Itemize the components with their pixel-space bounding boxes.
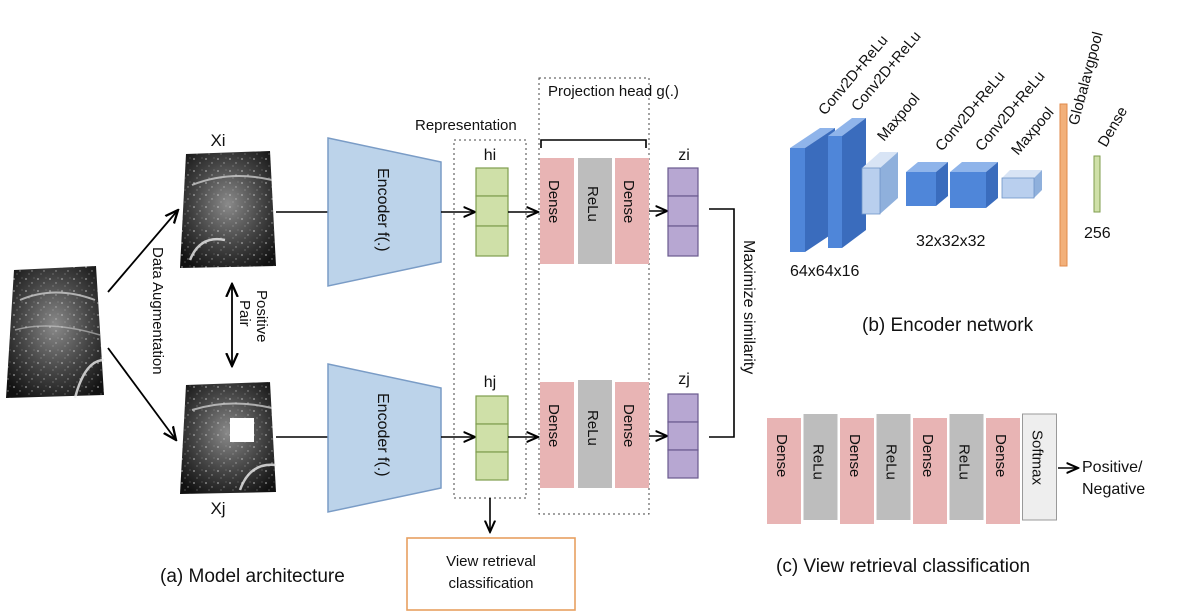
globalavgpool-bar bbox=[1059, 103, 1068, 267]
dense-label: Dense bbox=[545, 404, 562, 447]
classifier-layer-label: ReLu bbox=[883, 444, 900, 480]
hj-label: hj bbox=[484, 374, 496, 391]
layer-label-conv3: Conv2D+ReLu bbox=[932, 68, 1009, 155]
augmented-image-xj bbox=[180, 382, 277, 494]
classifier-softmax-layer bbox=[1022, 413, 1057, 521]
zj-vector bbox=[667, 393, 699, 479]
classifier-layer-label: Dense bbox=[919, 434, 936, 477]
maxpool-cube bbox=[1001, 170, 1042, 199]
classifier-layer-label: Dense bbox=[773, 434, 790, 477]
pair-label: Pair bbox=[236, 300, 253, 327]
dim-label-64: 64x64x16 bbox=[790, 263, 859, 280]
positive-label: Positive bbox=[253, 290, 270, 343]
conv-cube bbox=[950, 162, 998, 208]
zi-label: zi bbox=[678, 147, 690, 164]
layer-label-maxpool1: Maxpool bbox=[874, 90, 923, 144]
zi-vector bbox=[667, 167, 699, 257]
classifier-layer-label: Dense bbox=[992, 434, 1009, 477]
dense-label: Dense bbox=[545, 180, 562, 223]
maxpool-cube bbox=[861, 152, 898, 215]
classifier-layer-label: ReLu bbox=[810, 444, 827, 480]
projection-stack-top: Dense ReLu Dense bbox=[540, 158, 649, 264]
classifier-stack: Dense ReLu Dense ReLu Dense ReLu Dense Softmax bbox=[767, 413, 1057, 524]
relu-label: ReLu bbox=[584, 410, 601, 446]
classifier-dense-layer bbox=[913, 418, 947, 524]
classifier-dense-layer bbox=[840, 418, 874, 524]
output-label-2: Negative bbox=[1082, 481, 1145, 498]
encoder-bottom: Encoder f(.) bbox=[327, 363, 442, 513]
dense-layer bbox=[615, 158, 649, 264]
classifier-relu-layer bbox=[949, 414, 984, 520]
classifier-layer-label: Softmax bbox=[1029, 430, 1046, 486]
encoder-top: Encoder f(.) bbox=[327, 137, 442, 287]
hj-vector bbox=[475, 395, 509, 481]
augmentation-arrow-upper bbox=[107, 210, 178, 293]
maximize-similarity-label: Maximize similarity bbox=[740, 240, 757, 374]
input-ultrasound-image bbox=[6, 266, 105, 399]
hi-label: hi bbox=[484, 147, 496, 164]
xj-label: Xj bbox=[210, 499, 225, 518]
relu-label: ReLu bbox=[584, 186, 601, 222]
dense-label: Dense bbox=[620, 404, 637, 447]
projection-head-bracket bbox=[540, 139, 647, 148]
classifier-layer-label: Dense bbox=[846, 434, 863, 477]
dense-layer bbox=[615, 382, 649, 488]
conv-cube bbox=[828, 118, 866, 248]
conv-cube bbox=[790, 128, 835, 252]
caption-b: (b) Encoder network bbox=[862, 315, 1034, 336]
projection-head-box bbox=[538, 77, 650, 515]
view-retrieval-box bbox=[406, 537, 576, 611]
dense-bar bbox=[1093, 155, 1101, 213]
caption-c: (c) View retrieval classification bbox=[776, 556, 1030, 577]
classifier-dense-layer bbox=[986, 418, 1020, 524]
layer-label-dense: Dense bbox=[1095, 104, 1131, 150]
hi-vector bbox=[475, 167, 509, 257]
relu-layer bbox=[578, 158, 612, 264]
projection-head-label: Projection head g(.) bbox=[548, 83, 679, 100]
data-augmentation-label: Data Augmentation bbox=[149, 247, 166, 375]
classifier-relu-layer bbox=[876, 414, 911, 520]
dense-layer bbox=[540, 382, 574, 488]
similarity-bracket bbox=[709, 208, 735, 438]
layer-label-globalavgpool: Globalavgpool bbox=[1065, 30, 1106, 127]
classifier-dense-layer bbox=[767, 418, 801, 524]
xi-label: Xi bbox=[210, 131, 225, 150]
encoder-label: Encoder f(.) bbox=[374, 393, 391, 477]
dim-label-32: 32x32x32 bbox=[916, 233, 985, 250]
zj-label: zj bbox=[678, 371, 690, 388]
conv-cube bbox=[906, 162, 948, 206]
view-retrieval-label-1: View retrieval bbox=[446, 553, 536, 570]
classifier-relu-layer bbox=[803, 414, 838, 520]
augmented-image-xi bbox=[180, 151, 276, 268]
augmentation-arrow-lower bbox=[107, 347, 176, 440]
encoder-label: Encoder f(.) bbox=[374, 168, 391, 252]
dim-label-256: 256 bbox=[1084, 225, 1111, 242]
dense-layer bbox=[540, 158, 574, 264]
projection-stack-bottom: Dense ReLu Dense bbox=[540, 380, 649, 488]
cutout-mask bbox=[230, 418, 254, 442]
caption-a: (a) Model architecture bbox=[160, 566, 345, 587]
dense-label: Dense bbox=[620, 180, 637, 223]
view-retrieval-label-2: classification bbox=[448, 575, 533, 592]
representation-label: Representation bbox=[415, 117, 517, 134]
encoder-network: Conv2D+ReLu Conv2D+ReLu Maxpool Conv2D+R… bbox=[790, 28, 1131, 280]
classifier-layer-label: ReLu bbox=[956, 444, 973, 480]
relu-layer bbox=[578, 380, 612, 488]
output-label-1: Positive/ bbox=[1082, 459, 1143, 476]
